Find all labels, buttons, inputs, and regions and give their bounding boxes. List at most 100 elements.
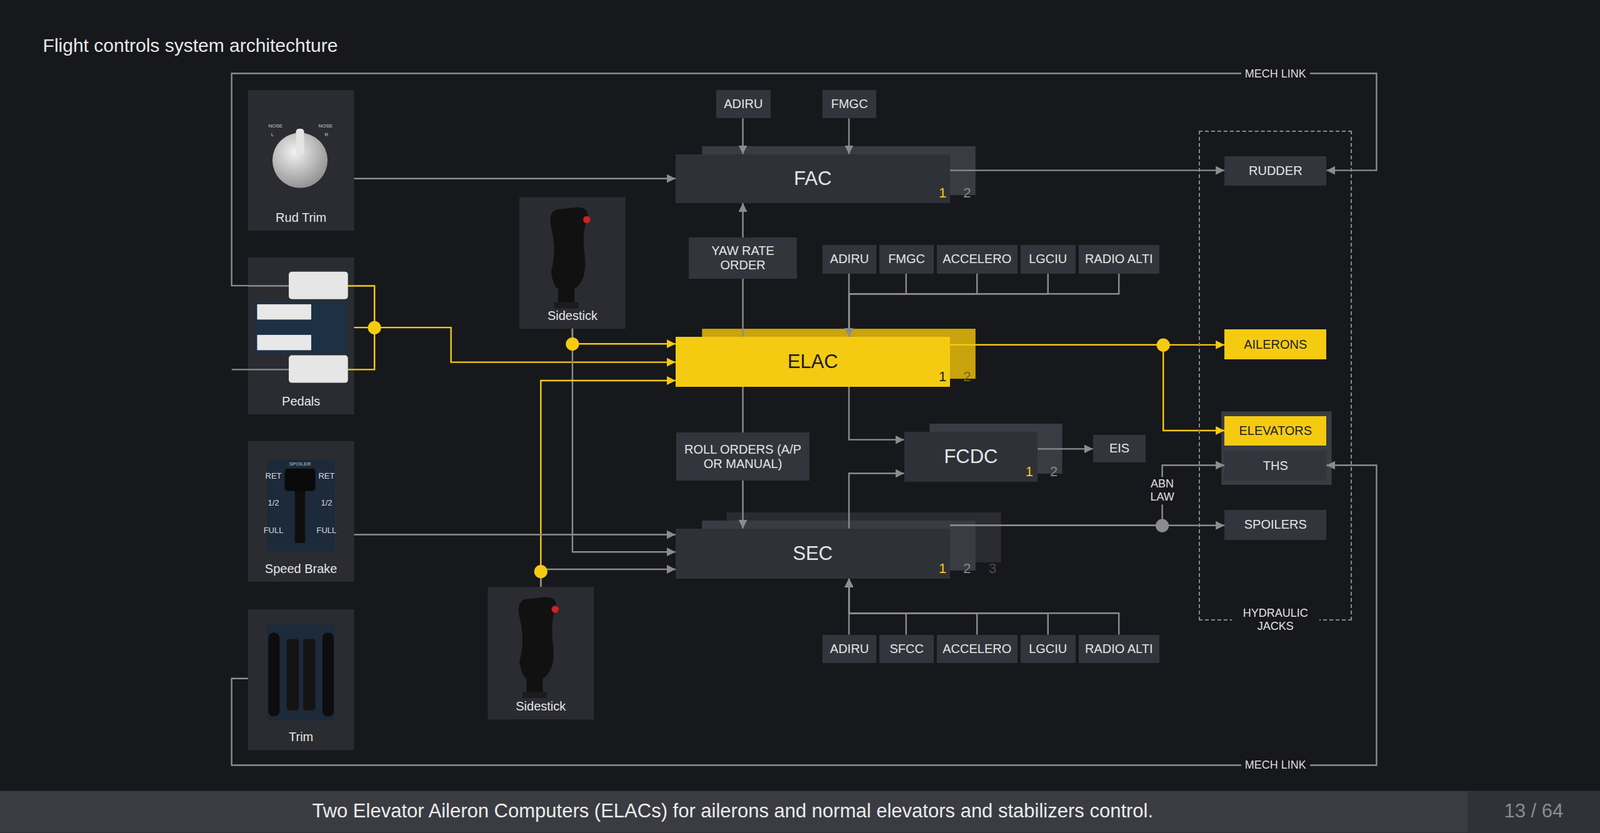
computer-box: FCDC12 <box>904 431 1039 482</box>
box-label: LGCIU <box>1028 251 1067 267</box>
box-label: THS <box>1263 458 1289 474</box>
box-label: RADIO ALTI <box>1085 641 1154 657</box>
box-label: FAC <box>793 167 832 190</box>
box-label: SEC <box>793 542 834 565</box>
signal-connector <box>848 273 1119 337</box>
box-label: Trim <box>288 730 314 745</box>
box-label: ACCELERO <box>942 641 1012 657</box>
mech-link-wire <box>231 286 289 370</box>
control-panel: Trim <box>248 609 355 750</box>
unit-number: 1 <box>938 186 947 200</box>
rudder-trim-knob <box>272 128 328 189</box>
panel-marking: L <box>271 131 274 138</box>
process-box: LGCIU <box>1020 245 1076 274</box>
control-panel: Sidestick <box>519 196 626 329</box>
signal-connector <box>741 203 744 239</box>
box-label: ELEVATORS <box>1238 423 1312 439</box>
signal-connector <box>848 578 1119 635</box>
panel-marking: 1/2 <box>320 498 332 508</box>
process-box: ADIRU <box>716 90 771 119</box>
process-box: ADIRU <box>822 635 877 664</box>
process-box: ACCELERO <box>936 635 1018 664</box>
slide-caption: Two Elevator Aileron Computers (ELACs) f… <box>311 800 1154 823</box>
box-label: HYDRAULIC JACKS <box>1231 606 1320 633</box>
panel-marking: FULL <box>316 526 337 536</box>
box-label: Speed Brake <box>265 561 338 577</box>
page-counter-bar <box>1467 791 1600 833</box>
signal-connector <box>950 169 1225 171</box>
unit-number: 1 <box>938 561 947 576</box>
page-number: 13 / 64 <box>1503 800 1564 823</box>
signal-connector <box>848 273 906 337</box>
process-box: LGCIU <box>1020 635 1076 664</box>
trim-wheels <box>267 625 335 721</box>
unit-number: 3 <box>988 561 997 576</box>
panel-marking: FULL <box>263 526 284 536</box>
box-label: ADIRU <box>830 641 869 657</box>
signal-connector <box>572 328 676 553</box>
box-label: LGCIU <box>1028 641 1067 657</box>
process-box: SFCC <box>879 635 934 664</box>
junction-dot <box>368 321 1170 579</box>
signal-connector <box>848 578 977 635</box>
box-label: AILERONS <box>1243 337 1307 352</box>
panel-marking: RET <box>318 471 335 482</box>
box-label: YAW RATE ORDER <box>697 243 789 273</box>
signal-connector <box>848 473 904 529</box>
box-label: FCDC <box>943 445 998 469</box>
control-panel: Sidestick <box>487 586 594 720</box>
signal-connector <box>354 533 676 535</box>
signal-connector <box>540 569 676 587</box>
process-box: THS <box>1224 451 1327 481</box>
box-label: ADIRU <box>723 96 763 112</box>
signal-connector <box>848 386 904 440</box>
actuator-box: AILERONS <box>1224 329 1327 359</box>
box-label: EIS <box>1109 441 1130 456</box>
unit-number: 2 <box>963 370 971 384</box>
caption-bar <box>0 791 1600 833</box>
computer-box: ELAC12 <box>675 336 950 387</box>
process-box: ROLL ORDERS (A/P OR MANUAL) <box>676 432 809 481</box>
edge-label: ABN LAW <box>1148 477 1176 505</box>
box-label: Pedals <box>281 394 320 409</box>
process-box: YAW RATE ORDER <box>688 237 797 279</box>
process-box: ADIRU <box>822 245 877 274</box>
signal-connector <box>231 465 1377 765</box>
signal-connector <box>848 118 850 154</box>
signal-connector <box>1037 448 1093 450</box>
link-label: MECH LINK <box>1241 66 1310 80</box>
panel-marking: SPOILER <box>289 461 312 467</box>
box-label: Rud Trim <box>275 210 327 225</box>
computer-box: SEC123 <box>675 528 950 579</box>
box-label: ROLL ORDERS (A/P OR MANUAL) <box>682 442 803 472</box>
box-label: ELAC <box>787 350 839 374</box>
panel-marking: 1/2 <box>268 498 280 508</box>
signal-connector <box>354 327 676 363</box>
process-box: FMGC <box>879 245 934 274</box>
unit-number: 2 <box>1050 465 1058 479</box>
sidestick-illustration <box>518 596 559 699</box>
actuator-box: ELEVATORS <box>1224 416 1327 446</box>
process-box: RADIO ALTI <box>1078 635 1160 664</box>
signal-connector <box>848 578 906 635</box>
panel-marking: R <box>325 131 329 138</box>
box-label: SFCC <box>889 641 924 657</box>
signal-connector <box>741 386 744 433</box>
unit-number: 1 <box>1025 465 1034 479</box>
computer-box: FAC12 <box>675 154 950 204</box>
panel-marking: NOSE <box>318 123 333 130</box>
signal-connector <box>741 118 744 154</box>
process-box: SPOILERS <box>1224 510 1327 540</box>
panels <box>248 90 626 750</box>
process-box: FMGC <box>822 90 877 119</box>
process-box: ACCELERO <box>936 245 1018 274</box>
junction-dot <box>1155 519 1169 533</box>
box-label: ACCELERO <box>942 251 1012 267</box>
process-box: RUDDER <box>1224 156 1327 186</box>
box-label: Sidestick <box>547 308 598 324</box>
elevator-group <box>1221 411 1332 485</box>
signal-connector <box>848 273 977 337</box>
box-label: RUDDER <box>1248 163 1303 179</box>
